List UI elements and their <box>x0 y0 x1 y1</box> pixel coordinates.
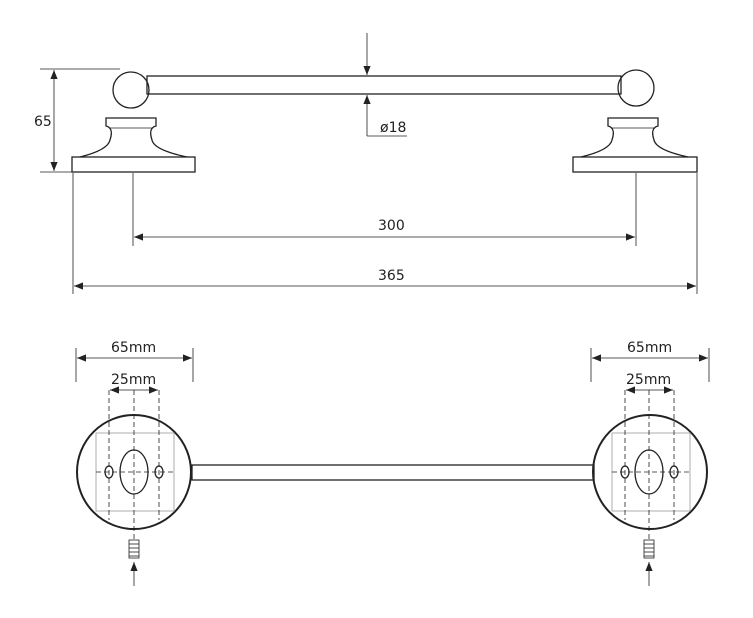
right-base-width-dimension: 65mm <box>590 340 710 382</box>
diameter-dimension: ø18 <box>363 33 407 137</box>
right-bracket-knob <box>617 69 655 107</box>
height-label: 65 <box>34 114 52 130</box>
left-base-width-label: 65mm <box>111 340 156 356</box>
right-bracket-body <box>580 117 689 158</box>
left-set-screw <box>128 539 140 559</box>
right-rosette-plate <box>592 414 708 530</box>
left-rosette <box>76 390 192 586</box>
left-bracket-knob <box>112 71 150 109</box>
side-view: 65 ø18 300 365 <box>34 33 698 294</box>
mount-spacing-dimension: 300 <box>132 173 637 246</box>
left-bracket <box>71 71 196 173</box>
right-hole-spacing-label: 25mm <box>626 372 671 388</box>
total-length-label: 365 <box>378 268 405 284</box>
right-set-screw <box>643 539 655 559</box>
left-hole-spacing-dimension: 25mm <box>110 372 158 394</box>
plan-towel-bar <box>191 464 595 481</box>
plan-view: 65mm 25mm 65mm 25mm <box>75 340 710 586</box>
right-hole-spacing-dimension: 25mm <box>626 372 673 394</box>
right-rosette <box>592 390 708 586</box>
mount-spacing-label: 300 <box>378 218 405 234</box>
total-length-dimension: 365 <box>72 173 698 294</box>
height-dimension: 65 <box>34 68 120 173</box>
right-bracket <box>572 69 698 173</box>
left-bracket-body <box>79 117 188 158</box>
right-base-width-label: 65mm <box>627 340 672 356</box>
left-base-plate <box>71 156 196 173</box>
left-base-width-dimension: 65mm <box>75 340 194 382</box>
towel-bar <box>146 75 622 95</box>
right-base-plate <box>572 156 698 173</box>
left-hole-spacing-label: 25mm <box>111 372 156 388</box>
diameter-label: ø18 <box>380 120 406 136</box>
